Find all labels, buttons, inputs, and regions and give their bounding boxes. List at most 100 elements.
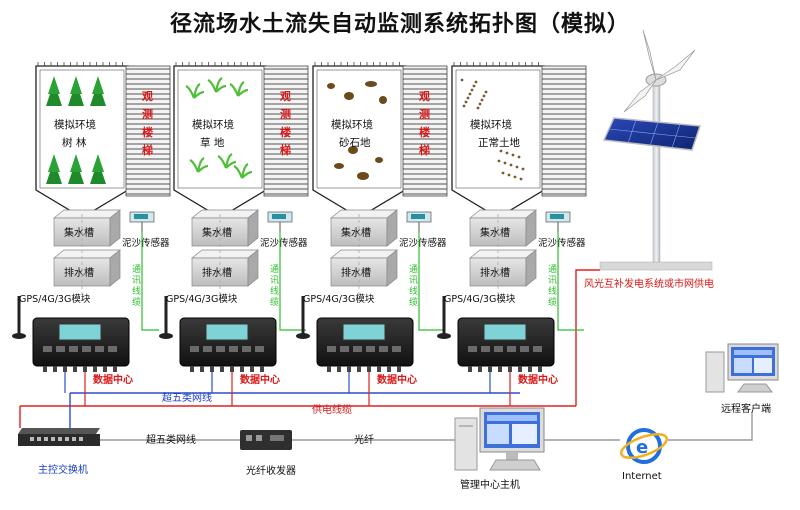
comm-cable-label-char: 线 xyxy=(270,285,279,297)
collect-tank-label: 集水槽 xyxy=(341,226,371,239)
main-switch-device[interactable] xyxy=(18,428,100,446)
logger-key xyxy=(494,346,503,352)
soil-dot-icon xyxy=(474,80,478,84)
drain-tank-label: 排水槽 xyxy=(64,266,94,279)
logger-key xyxy=(56,346,65,352)
logger-terminal xyxy=(220,366,224,372)
logger-screen xyxy=(483,323,527,341)
logger-terminal xyxy=(518,366,522,372)
drain-tank: 排水槽 xyxy=(53,249,121,287)
wind-solar-tower xyxy=(599,29,713,271)
stair-label-char: 楼 xyxy=(142,125,153,139)
vegetation-soil-icon xyxy=(460,78,525,181)
grass-icon xyxy=(185,83,205,99)
logger-key xyxy=(43,346,52,352)
page-title: 径流场水土流失自动监测系统拓扑图（模拟） xyxy=(169,11,630,37)
logger-key xyxy=(190,346,199,352)
logger-terminal xyxy=(73,366,77,372)
cable-network xyxy=(19,269,753,441)
grass-icon xyxy=(233,163,253,179)
logger-terminal xyxy=(113,366,117,372)
logger-key xyxy=(327,346,336,352)
soil-dot-icon xyxy=(470,88,474,92)
tank-top xyxy=(469,249,537,259)
plot-env-label: 模拟环境 xyxy=(470,118,512,131)
turbine-blade xyxy=(642,29,657,81)
plot-env-label: 模拟环境 xyxy=(54,118,96,131)
data-center-label: 数据中心 xyxy=(240,373,280,386)
data-logger-device[interactable] xyxy=(32,317,130,372)
power-cable-riser xyxy=(575,269,600,406)
data-logger-device[interactable] xyxy=(316,317,414,372)
management-host[interactable] xyxy=(454,407,545,471)
logger-terminal xyxy=(250,366,254,372)
gravel-icon xyxy=(357,172,369,180)
fiber-transceiver-device[interactable] xyxy=(240,430,292,450)
sediment-sensor-icon xyxy=(267,211,293,232)
logger-screen xyxy=(205,323,249,341)
comm-cable-label-char: 缆 xyxy=(270,296,279,308)
data-logger-device[interactable] xyxy=(179,317,277,372)
sensor-screen xyxy=(134,214,148,219)
logger-key xyxy=(533,346,542,352)
logger-terminal xyxy=(387,366,391,372)
logger-key xyxy=(108,346,117,352)
comm-cable-label-char: 线 xyxy=(409,285,418,297)
logger-screen xyxy=(58,323,102,341)
main-switch-label: 主控交换机 xyxy=(38,463,88,476)
logger-terminal xyxy=(508,366,512,372)
sensor-screen xyxy=(411,214,425,219)
tank-top xyxy=(191,209,259,219)
remote-client[interactable] xyxy=(705,343,779,393)
collect-tank: 集水槽 xyxy=(53,209,121,247)
logger-key xyxy=(242,346,251,352)
sediment-sensor-icon xyxy=(129,211,155,232)
logger-key xyxy=(95,346,104,352)
logger-terminal xyxy=(397,366,401,372)
grass-icon xyxy=(229,81,249,97)
tree-icon xyxy=(70,154,82,172)
data-center-label: 数据中心 xyxy=(518,373,558,386)
sensor-screen xyxy=(550,214,564,219)
plot-inner xyxy=(316,69,402,189)
observation-stair: 泥沙传感器 xyxy=(538,65,587,249)
vegetation-trees-icon xyxy=(46,76,106,184)
wind-solar-label: 风光互补发电系统或市网供电 xyxy=(584,277,714,290)
data-logger-device[interactable] xyxy=(457,317,555,372)
logger-key xyxy=(481,346,490,352)
logger-terminal xyxy=(200,366,204,372)
comm-cable xyxy=(418,232,443,331)
soil-dot-icon xyxy=(503,161,507,165)
tank-top xyxy=(53,209,121,219)
soil-dot-icon xyxy=(505,151,509,155)
fiber-transceiver-label: 光纤收发器 xyxy=(246,464,296,477)
stair-label-char: 观 xyxy=(280,90,291,103)
tank-side xyxy=(247,249,259,287)
tank-side xyxy=(525,209,537,247)
stair-label-char: 观 xyxy=(142,90,153,103)
tree-icon xyxy=(48,76,60,94)
solar-panel xyxy=(602,117,702,151)
soil-dot-icon xyxy=(513,175,517,179)
plot-type-label: 树 林 xyxy=(62,136,87,149)
soil-dot-icon xyxy=(507,173,511,177)
logger-terminal xyxy=(498,366,502,372)
fiber-label: 光纤 xyxy=(354,433,374,446)
logger-terminal xyxy=(357,366,361,372)
logger-key xyxy=(255,346,264,352)
management-host-label: 管理中心主机 xyxy=(460,478,520,491)
logger-key xyxy=(366,346,375,352)
cat5-cable-label-bottom: 超五类网线 xyxy=(146,433,196,446)
tree-icon xyxy=(92,76,104,94)
logger-terminal xyxy=(528,366,532,372)
soil-dot-icon xyxy=(499,149,503,153)
data-center-label: 数据中心 xyxy=(93,373,133,386)
sediment-sensor-label: 泥沙传感器 xyxy=(260,237,308,249)
drain-tank-label: 排水槽 xyxy=(480,266,510,279)
monitoring-stations: 通讯线缆GPS/4G/3G模块数据中心通讯线缆GPS/4G/3G模块数据中心通讯… xyxy=(12,232,584,406)
